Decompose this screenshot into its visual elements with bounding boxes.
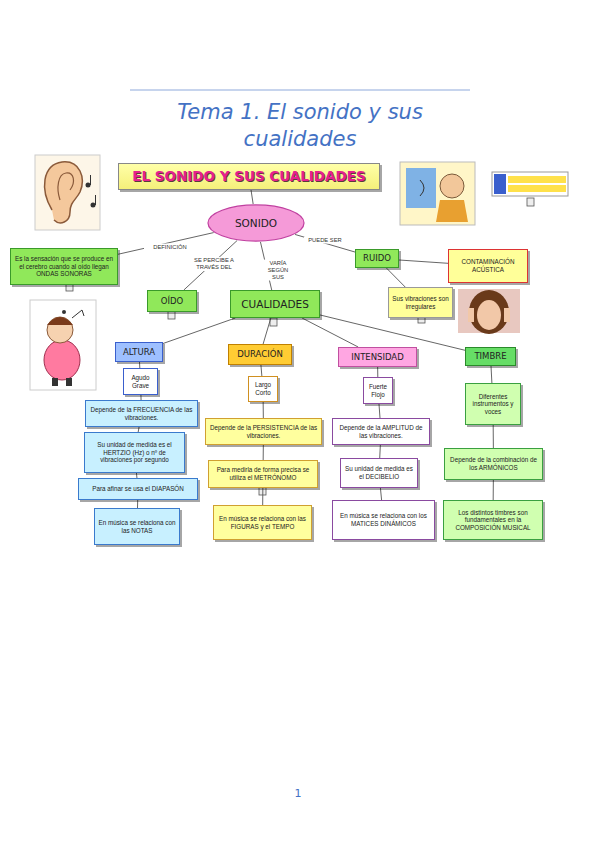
node-text: Depende de la AMPLITUD de las vibracione… (336, 424, 426, 439)
map-banner: EL SONIDO Y SUS CUALIDADES (118, 163, 380, 190)
link-phrase: VARÍA SEGÚN SUS (260, 260, 296, 281)
cartoon-picture (30, 300, 96, 390)
concept-box: Depende de la PERSISTENCIA de las vibrac… (205, 418, 322, 445)
concept-box: En música se relaciona con las FIGURAS y… (213, 505, 312, 540)
connector-line (493, 425, 494, 448)
concept-box: Sus vibraciones son irregulares (388, 287, 453, 318)
connector-line (491, 366, 493, 383)
concept-box: Fuerte Flojo (363, 377, 393, 404)
connector-line (260, 365, 262, 376)
concept-box: En música se relaciona con los MATICES D… (332, 500, 435, 540)
concept-box: DURACIÓN (228, 344, 292, 365)
concept-box: CONTAMINACIÓN ACÚSTICA (448, 249, 528, 283)
node-text: En música se relaciona con las NOTAS (98, 519, 176, 534)
node-text: DURACIÓN (237, 349, 282, 359)
connector-line (118, 233, 214, 255)
node-text: Sus vibraciones son irregulares (392, 295, 449, 310)
node-text: Es la sensación que se produce en el cer… (14, 255, 114, 278)
ear-picture (35, 155, 100, 230)
node-text: En música se relaciona con las FIGURAS y… (217, 515, 308, 530)
header-rule (130, 90, 470, 91)
concept-box: Diferentes instrumentos y voces (465, 383, 521, 425)
node-text: Depende de la FRECUENCIA de las vibracio… (89, 406, 194, 421)
connector-line (263, 445, 264, 460)
node-text: RUIDO (363, 253, 391, 263)
link-phrase: DEFINICIÓN (144, 244, 196, 251)
concept-box: Para medirla de forma precisa se utiliza… (208, 460, 318, 488)
concept-box: CUALIDADES (230, 290, 320, 318)
listening-picture (400, 162, 475, 225)
node-text: Su unidad de medida es el DECIBELIO (344, 465, 414, 480)
concept-box: Agudo Grave (123, 368, 158, 395)
node-text: Depende de la PERSISTENCIA de las vibrac… (209, 424, 318, 439)
node-text: Depende de la combinación de los ARMÓNIC… (448, 456, 539, 471)
concept-box: Depende de la combinación de los ARMÓNIC… (444, 448, 543, 480)
connector-line (263, 318, 271, 344)
connector-line (386, 268, 405, 287)
concept-box: Su unidad de medida es el HERTZIO (Hz) o… (84, 432, 185, 473)
page-number: 1 (295, 787, 302, 800)
concept-box: Es la sensación que se produce en el cer… (10, 248, 118, 285)
link-phrase: SE PERCIBE A TRAVÉS DEL (192, 257, 236, 271)
connector-line (263, 402, 264, 418)
node-text: Fuerte Flojo (367, 383, 389, 398)
connector-line (137, 500, 138, 508)
connector-line (380, 488, 381, 500)
node-text: En música se relaciona con los MATICES D… (336, 512, 431, 527)
noise-photo (458, 289, 520, 334)
node-text: EL SONIDO Y SUS CUALIDADES (132, 168, 365, 184)
connector-line (163, 318, 235, 344)
connector-line (320, 315, 465, 350)
concept-box: En música se relaciona con las NOTAS (94, 508, 180, 545)
concept-box: OÍDO (147, 290, 197, 312)
connector-line (379, 404, 380, 418)
concept-box: Depende de la AMPLITUD de las vibracione… (332, 418, 430, 445)
node-text: OÍDO (161, 296, 183, 306)
node-text: CONTAMINACIÓN ACÚSTICA (452, 258, 524, 273)
concept-ellipse: SONIDO (207, 204, 305, 242)
connector-line (377, 367, 378, 377)
node-text: Para afinar se usa el DIAPASÓN (92, 485, 184, 493)
concept-box: Depende de la FRECUENCIA de las vibracio… (85, 400, 198, 427)
connector-line (493, 480, 494, 500)
connector-line (251, 190, 253, 204)
connector-line (295, 234, 355, 252)
concept-box: INTENSIDAD (338, 347, 417, 367)
node-text: INTENSIDAD (351, 352, 403, 362)
node-text: SONIDO (235, 217, 277, 230)
concept-box: TIMBRE (465, 347, 516, 366)
connector-line (262, 488, 263, 505)
concept-box: Su unidad de medida es el DECIBELIO (340, 458, 418, 488)
node-text: Para medirla de forma precisa se utiliza… (212, 466, 314, 481)
concept-box: Largo Corto (248, 376, 278, 402)
concept-box: Para afinar se usa el DIAPASÓN (78, 478, 198, 500)
connector-line (379, 445, 381, 458)
node-text: Largo Corto (252, 381, 274, 396)
node-text: Su unidad de medida es el HERTZIO (Hz) o… (88, 441, 181, 464)
node-text: CUALIDADES (241, 298, 309, 311)
node-text: Diferentes instrumentos y voces (469, 393, 517, 416)
node-text: ALTURA (123, 347, 155, 357)
link-phrase: PUEDE SER (304, 237, 346, 244)
author-logo (492, 172, 568, 196)
concept-box: ALTURA (115, 342, 163, 362)
connector-line (399, 260, 448, 263)
page-title: Tema 1. El sonido y sus cualidades (130, 99, 470, 153)
concept-box: Los distintos timbres son fundamentales … (443, 500, 543, 540)
node-text: TIMBRE (474, 351, 506, 361)
node-text: Los distintos timbres son fundamentales … (447, 509, 539, 532)
node-text: Agudo Grave (127, 374, 154, 389)
concept-box: RUIDO (355, 249, 399, 268)
